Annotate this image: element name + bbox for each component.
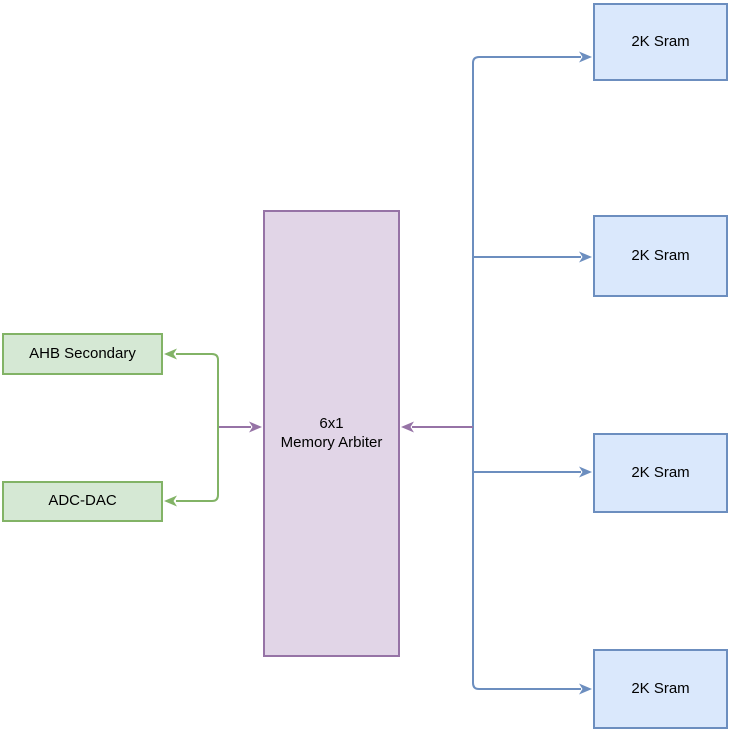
- edge-junction-to-arbiter: [218, 421, 262, 433]
- node-2k-sram-2[interactable]: 2K Sram: [593, 215, 728, 297]
- node-2k-sram-1[interactable]: 2K Sram: [593, 3, 728, 81]
- memory-arbiter-label: 6x1 Memory Arbiter: [280, 414, 383, 451]
- arrowhead-sram-2: [579, 251, 592, 263]
- edge-junction-to-sources: [164, 348, 219, 507]
- sram-2-label: 2K Sram: [631, 246, 690, 264]
- sram-3-label: 2K Sram: [631, 463, 690, 481]
- node-2k-sram-4[interactable]: 2K Sram: [593, 649, 728, 729]
- edge-bus-to-srams: [472, 51, 592, 695]
- node-ahb-secondary[interactable]: AHB Secondary: [2, 333, 163, 375]
- arrowhead-sram-3: [579, 466, 592, 478]
- edge-bus-to-arbiter: [401, 421, 473, 433]
- arrowhead-arbiter-right: [401, 421, 414, 433]
- node-adc-dac[interactable]: ADC-DAC: [2, 481, 163, 522]
- sram-1-label: 2K Sram: [631, 32, 690, 50]
- arrowhead-sram-1: [579, 51, 592, 63]
- arrowhead-sram-4: [579, 683, 592, 695]
- arrowhead-arbiter-left: [249, 421, 262, 433]
- sram-4-label: 2K Sram: [631, 679, 690, 697]
- node-memory-arbiter[interactable]: 6x1 Memory Arbiter: [263, 210, 400, 657]
- arrowhead-ahb-secondary: [164, 348, 177, 360]
- arrowhead-adc-dac: [164, 495, 177, 507]
- ahb-secondary-label: AHB Secondary: [29, 344, 136, 362]
- adc-dac-label: ADC-DAC: [48, 492, 117, 510]
- node-2k-sram-3[interactable]: 2K Sram: [593, 433, 728, 513]
